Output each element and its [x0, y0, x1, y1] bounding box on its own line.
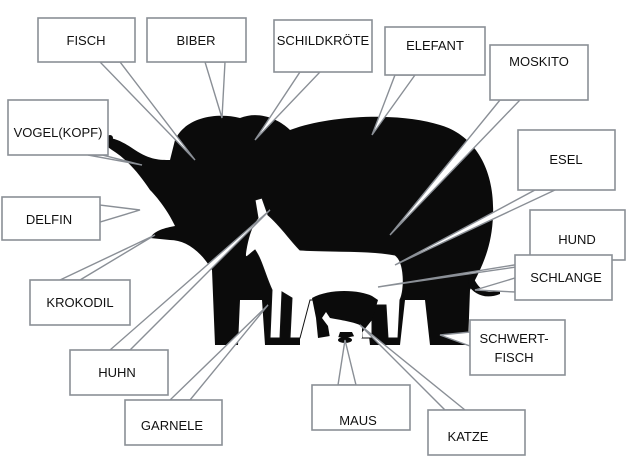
callout-garnele: GARNELE — [124, 304, 269, 446]
callout-delfin: DELFIN — [1, 196, 141, 241]
label-katze: KATZE — [448, 429, 489, 444]
callout-huhn: HUHN — [69, 209, 271, 396]
callout-schildkroete: SCHILDKRÖTE — [254, 19, 373, 141]
label-esel: ESEL — [549, 152, 582, 167]
label-delfin: DELFIN — [26, 212, 72, 227]
label-biber: BIBER — [176, 33, 215, 48]
label-schildkroete: SCHILDKRÖTE — [277, 33, 370, 48]
callout-katze: KATZE — [359, 324, 526, 456]
label-maus: MAUS — [339, 413, 377, 428]
label-moskito: MOSKITO — [509, 54, 569, 69]
label-vogel: VOGEL(KOPF) — [14, 125, 103, 140]
label-garnele: GARNELE — [141, 418, 203, 433]
callout-elefant: ELEFANT — [371, 26, 486, 136]
callout-schwertfisch: SCHWERT- FISCH — [439, 319, 566, 376]
label-krokodil: KROKODIL — [46, 295, 113, 310]
callout-krokodil: KROKODIL — [29, 234, 156, 326]
label-huhn: HUHN — [98, 365, 136, 380]
callout-fisch: FISCH — [37, 17, 196, 161]
label-hund: HUND — [558, 232, 596, 247]
callout-schlange: SCHLANGE — [474, 254, 613, 301]
callout-maus: MAUS — [311, 339, 411, 431]
label-fisch: FISCH — [67, 33, 106, 48]
label-schwertfisch-line2: FISCH — [495, 350, 534, 365]
label-schwertfisch-line1: SCHWERT- — [479, 331, 548, 346]
label-elefant: ELEFANT — [406, 38, 464, 53]
label-schlange: SCHLANGE — [530, 270, 602, 285]
callout-biber: BIBER — [146, 17, 247, 119]
callout-vogel: VOGEL(KOPF) — [7, 99, 143, 166]
callout-esel: ESEL — [394, 129, 616, 266]
callout-moskito: MOSKITO — [389, 44, 589, 236]
